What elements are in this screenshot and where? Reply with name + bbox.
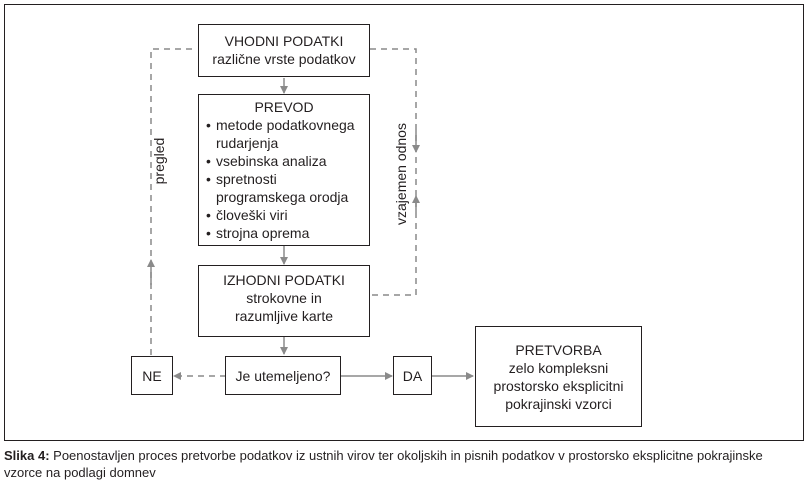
input-data-box: VHODNI PODATKI različne vrste podatkov [198,24,370,77]
list-item: strojna oprema [206,224,369,242]
review-label: pregled [151,137,167,185]
yes-box: DA [393,356,432,395]
transformation-box: PRETVORBA zelo kompleksni prostorsko eks… [475,326,642,427]
transformation-subtitle: zelo kompleksni prostorsko eksplicitni p… [493,360,624,412]
output-data-subtitle: strokovne in razumljive karte [234,290,334,324]
flow-connectors [147,48,474,380]
decision-box: Je utemeljeno? [225,356,341,395]
translation-list: metode podatkovnega rudarjenja vsebinska… [206,116,369,242]
input-data-subtitle: različne vrste podatkov [212,51,356,67]
mutual-relation-label: vzajemen odnos [393,123,409,225]
no-box: NE [131,356,173,395]
list-item: spretnosti programskega orodja [206,170,369,206]
loop-pregled [150,48,196,355]
list-item: metode podatkovnega rudarjenja [206,116,369,152]
yes-label: DA [402,368,423,384]
translation-title: PREVOD [254,99,314,115]
no-label: NE [142,368,162,384]
transformation-title: PRETVORBA [515,342,602,358]
decision-label: Je utemeljeno? [235,368,331,384]
caption-label: Slika 4: [4,448,50,463]
output-data-box: IZHODNI PODATKI strokovne in razumljive … [198,265,370,337]
figure-caption: Slika 4: Poenostavljen proces pretvorbe … [4,447,804,481]
translation-box: PREVOD metode podatkovnega rudarjenja vs… [198,94,370,246]
caption-text: Poenostavljen proces pretvorbe podatkov … [4,448,763,480]
list-item: človeški viri [206,206,369,224]
loop-vzajemen-odnos [370,48,417,296]
list-item: vsebinska analiza [206,152,369,170]
input-data-title: VHODNI PODATKI [224,33,344,49]
output-data-title: IZHODNI PODATKI [223,272,345,288]
figure-frame [4,4,804,441]
